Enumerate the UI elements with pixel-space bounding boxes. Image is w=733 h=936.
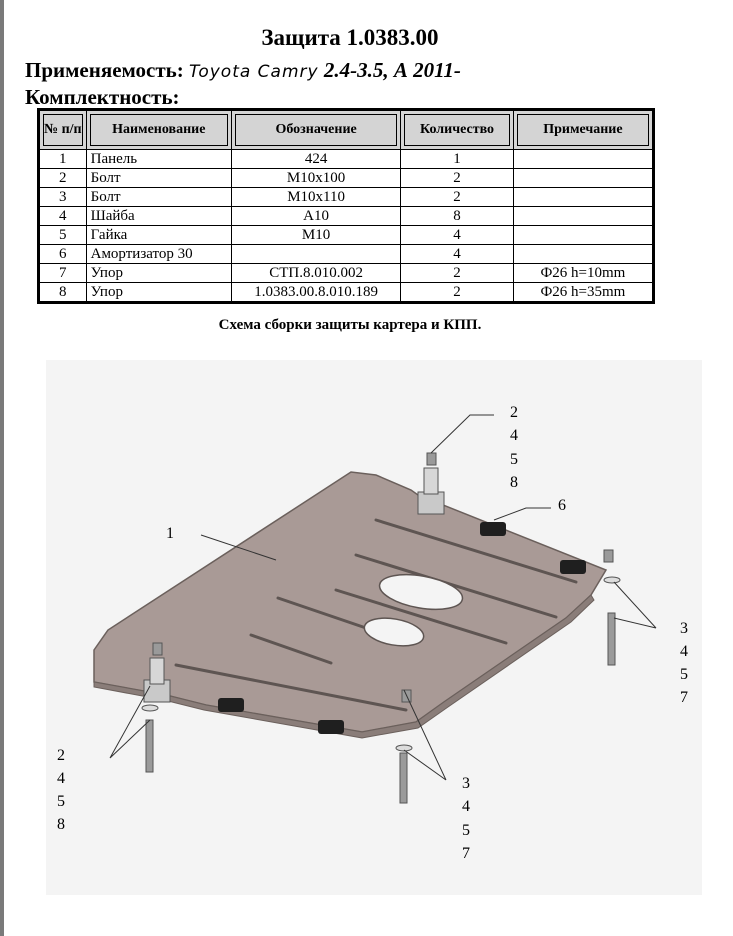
applicability-label: Применяемость: (25, 58, 184, 82)
vehicle-spec: 2.4-3.5, А 2011- (318, 58, 461, 82)
callout-top-2: 2 (510, 404, 518, 421)
diagram-caption: Схема сборки защиты картера и КПП. (218, 317, 482, 333)
callout-bottom-3: 3 (462, 775, 470, 792)
callout-right-4: 4 (680, 643, 688, 660)
parts-table: № п/п Наименование Обозначение Количеств… (37, 108, 655, 304)
callout-right-5: 5 (680, 666, 688, 683)
document-title: Защита 1.0383.00 (261, 25, 439, 50)
applicability-line: Применяемость: Toyota Camry 2.4-3.5, А 2… (25, 58, 461, 83)
callout-top-5: 5 (510, 451, 518, 468)
skid-plate-panel (93, 467, 608, 739)
callout-damper: 6 (558, 497, 566, 514)
callout-right-7: 7 (680, 689, 688, 706)
callout-top-4: 4 (510, 427, 518, 444)
header-quantity: Количество (400, 109, 514, 150)
header-num: № п/п (38, 109, 87, 150)
assembly-drawing (46, 360, 702, 895)
callout-panel: 1 (166, 525, 174, 542)
callout-bottom-7: 7 (462, 845, 470, 862)
completeness-label: Комплектность: (25, 85, 180, 109)
callout-left-8: 8 (57, 816, 65, 833)
header-note: Примечание (512, 109, 655, 150)
callout-bottom-4: 4 (462, 798, 470, 815)
callout-bottom-5: 5 (462, 822, 470, 839)
header-name: Наименование (85, 109, 232, 150)
header-designation: Обозначение (230, 109, 402, 150)
callout-left-5: 5 (57, 793, 65, 810)
table-header-row: № п/п Наименование Обозначение Количеств… (38, 109, 655, 150)
callout-top-8: 8 (510, 474, 518, 491)
callout-left-2: 2 (57, 747, 65, 764)
callout-left-4: 4 (57, 770, 65, 787)
left-edge-bar (0, 0, 4, 936)
callout-right-3: 3 (680, 620, 688, 637)
vehicle-model: Toyota Camry (189, 62, 319, 82)
